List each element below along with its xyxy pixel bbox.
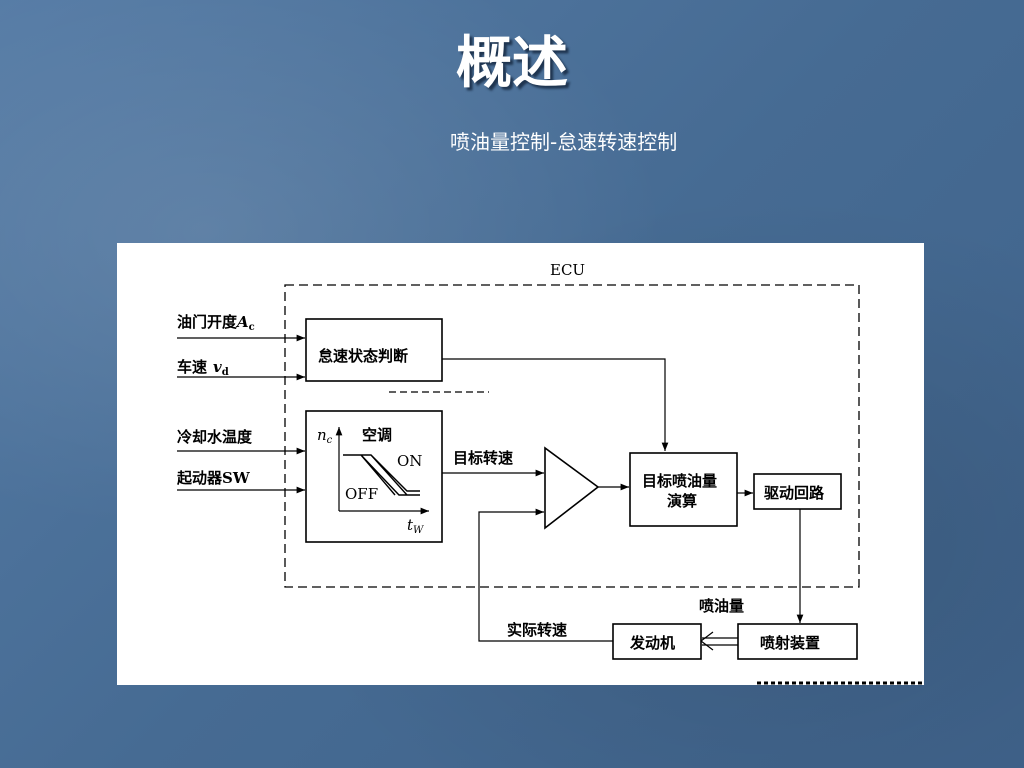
block-drive-circuit-label: 驱动回路 xyxy=(764,484,825,502)
input-throttle-label: 油门开度Ac xyxy=(177,313,255,333)
ac-map-hysteresis-curve xyxy=(343,454,420,496)
block-ac-map xyxy=(305,410,443,543)
block-target-fuel xyxy=(629,452,738,527)
arrow-actual-speed-feedback xyxy=(478,508,613,642)
input-coolant-label: 冷却水温度 xyxy=(177,428,253,446)
signal-actual-speed-label: 实际转速 xyxy=(507,621,567,639)
block-idle-judge xyxy=(305,318,443,382)
block-engine xyxy=(612,623,702,660)
arrow-injector-to-engine-head xyxy=(700,631,714,651)
block-target-fuel-label-line1: 目标喷油量 xyxy=(642,472,717,490)
ecu-label: ECU xyxy=(550,261,585,279)
ac-map-title: 空调 xyxy=(362,426,392,444)
comparator-triangle xyxy=(544,446,600,530)
block-injector-label: 喷射装置 xyxy=(760,634,820,652)
ac-map-x-label: tW xyxy=(407,516,424,536)
signal-target-speed-label: 目标转速 xyxy=(453,449,513,467)
block-engine-label: 发动机 xyxy=(629,634,675,652)
block-target-fuel-label-line2: 演算 xyxy=(667,492,697,510)
ac-map-off-label: OFF xyxy=(345,485,378,503)
slide-subtitle: 喷油量控制-怠速转速控制 xyxy=(450,130,678,154)
ac-map-y-label: nc xyxy=(317,426,333,446)
slide-title: 概述 xyxy=(456,31,568,96)
input-starter-label: 起动器SW xyxy=(176,469,251,487)
ecu-boundary xyxy=(284,284,860,588)
block-idle-judge-label: 怠速状态判断 xyxy=(318,347,408,365)
arrow-idle-judge-out xyxy=(442,358,669,451)
signal-fuel-amount-label: 喷油量 xyxy=(699,597,744,615)
block-injector xyxy=(737,623,858,660)
block-drive-circuit xyxy=(753,473,842,510)
ac-map-on-label: ON xyxy=(397,452,422,470)
